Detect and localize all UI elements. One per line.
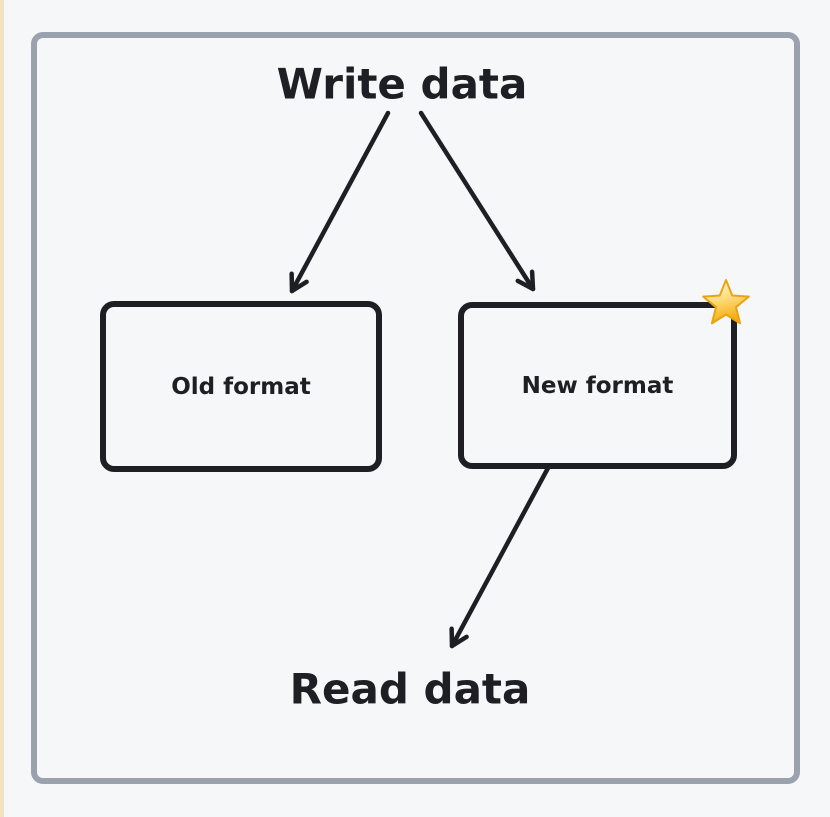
read-data-label: Read data xyxy=(289,664,531,714)
new-format-label: New format xyxy=(521,372,674,399)
outer-frame xyxy=(31,32,800,784)
old-format-label: Old format xyxy=(171,373,311,400)
write-data-label: Write data xyxy=(276,59,528,109)
star-icon xyxy=(702,279,750,325)
node-new-format: New format xyxy=(458,302,737,469)
node-old-format: Old format xyxy=(100,301,382,472)
left-edge-strip xyxy=(0,0,4,817)
